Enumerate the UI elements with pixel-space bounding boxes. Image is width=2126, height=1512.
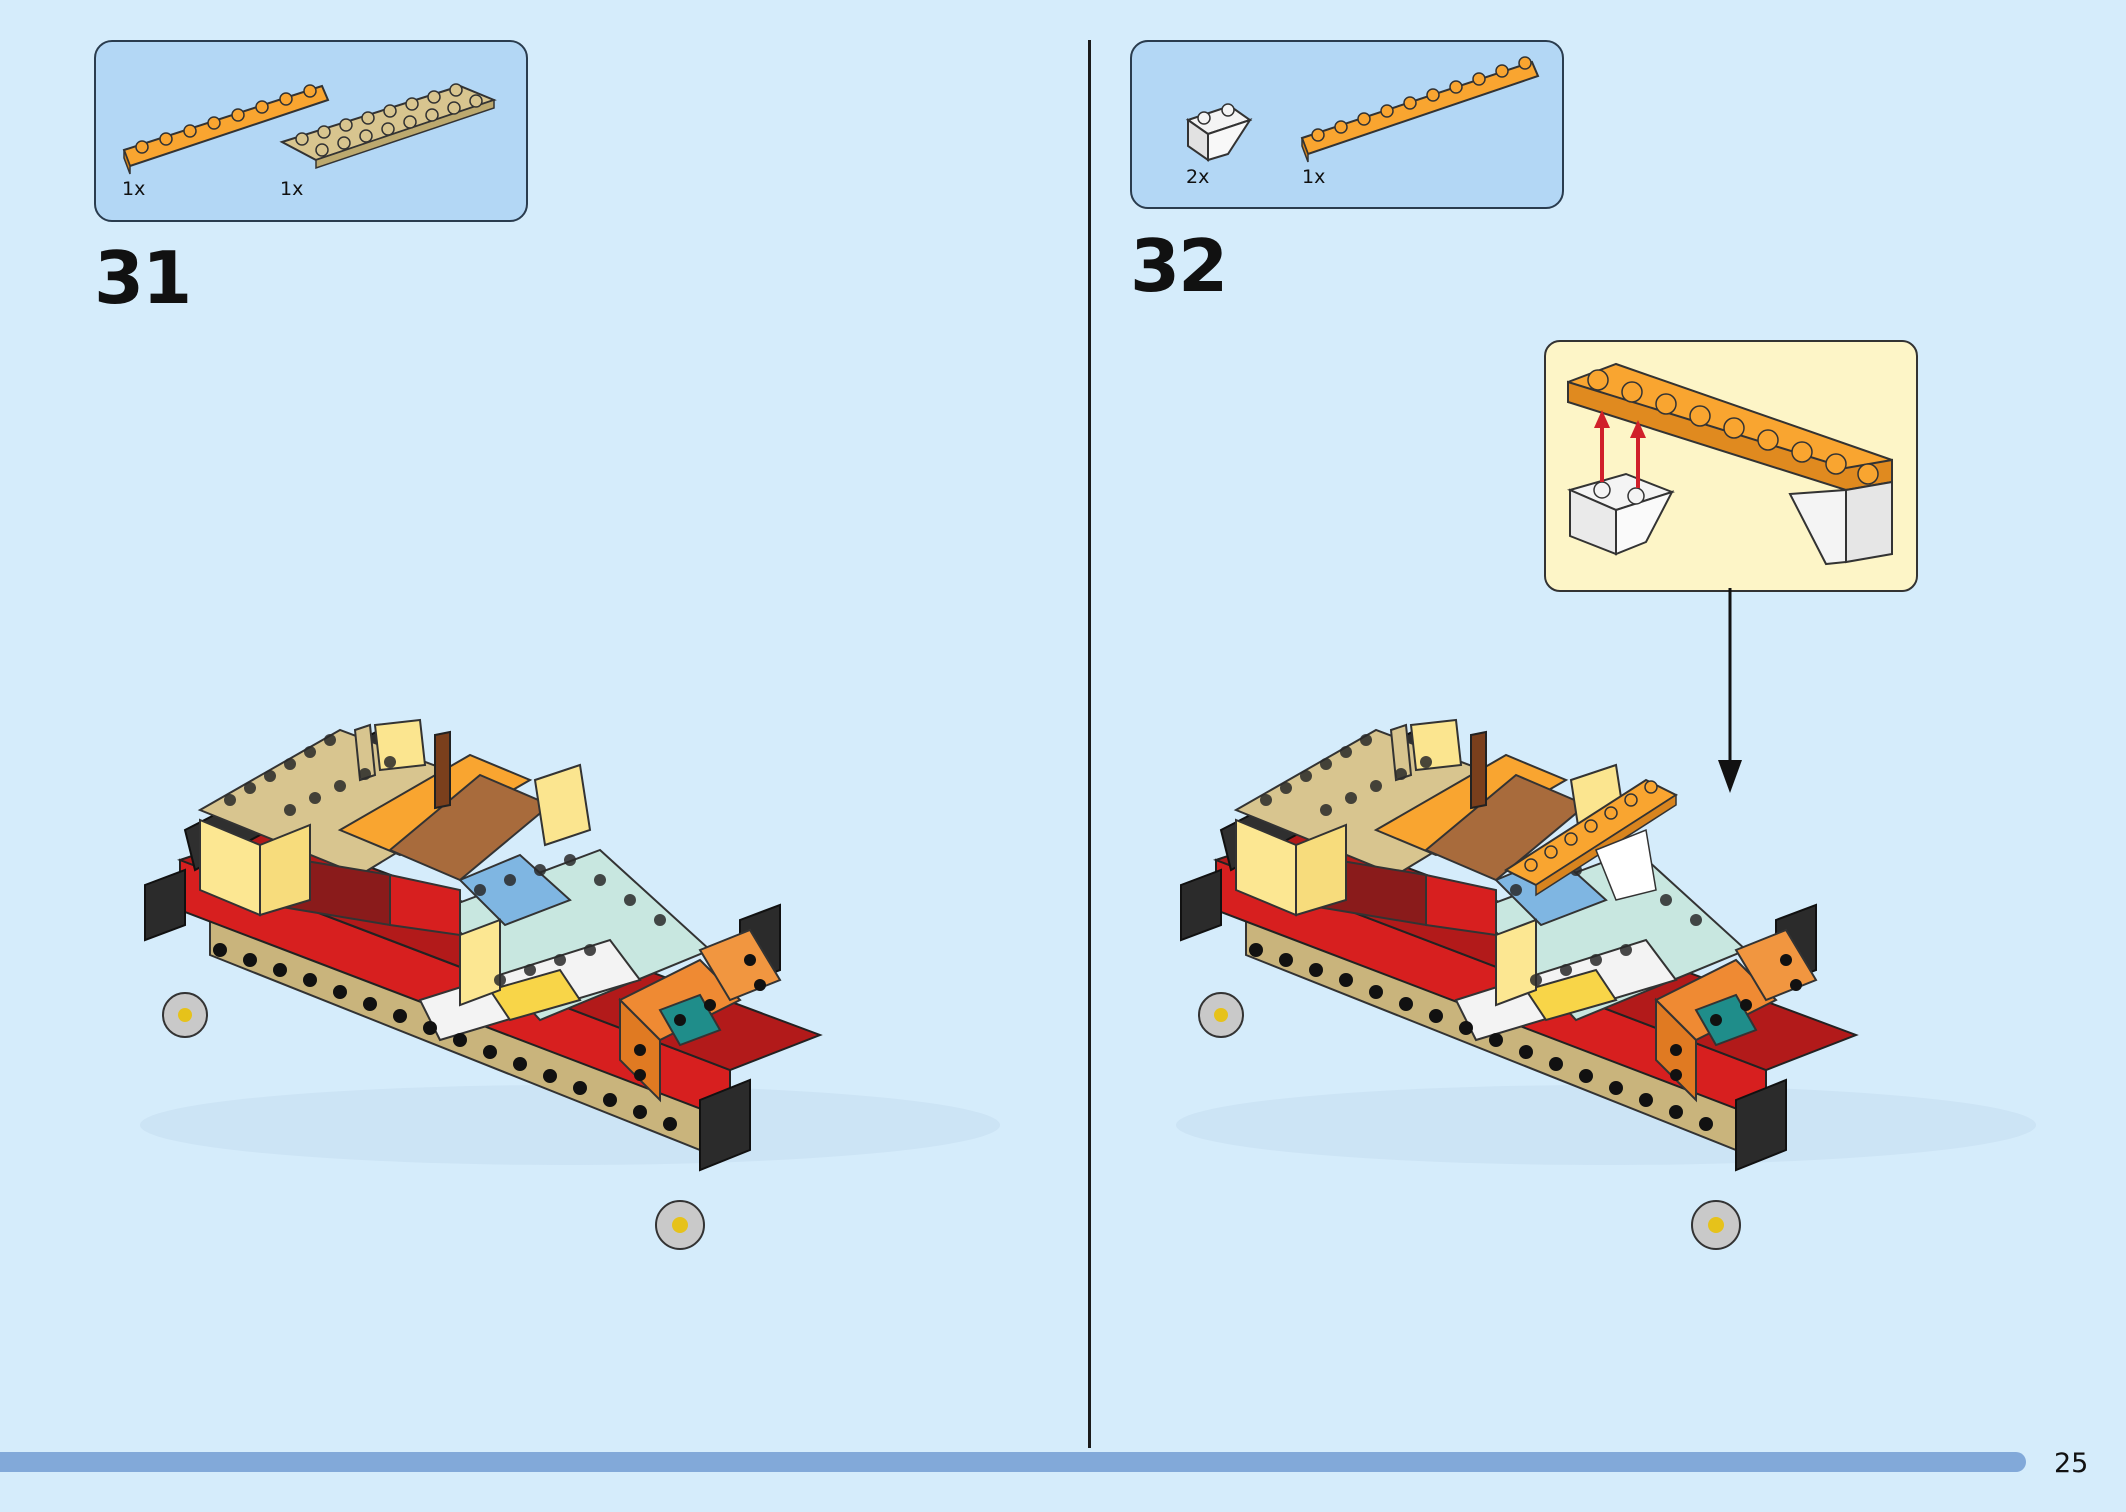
page-number: 25 (2054, 1448, 2089, 1479)
orange-plate-1x10-icon (1300, 56, 1540, 163)
placement-arrow-icon (1718, 588, 1742, 793)
parts-box-step-31: 1x 1x (94, 40, 528, 222)
step-number: 31 (94, 236, 192, 320)
part-qty: 1x (1302, 166, 1326, 188)
part-qty: 1x (122, 178, 146, 200)
progress-bar (0, 1452, 2026, 1472)
orange-plate-1x10-icon (1567, 362, 1893, 492)
tan-plate-2x8-icon (279, 83, 497, 170)
part-qty: 1x (280, 178, 304, 200)
vehicle-model-step-32 (1176, 719, 2037, 1250)
white-inverted-slope-icon (1788, 480, 1893, 566)
parts-box-step-32: 2x 1x (1130, 40, 1564, 209)
white-inverted-slope-icon (1185, 103, 1253, 162)
red-arrow-icon (1594, 410, 1646, 488)
white-inverted-slope-icon (1567, 472, 1675, 556)
orange-plate-1x8-icon (122, 84, 330, 175)
sub-assembly-callout (1544, 340, 1918, 592)
vehicle-model-step-31 (140, 719, 1001, 1250)
part-qty: 2x (1186, 166, 1210, 188)
page-divider (1088, 40, 1091, 1448)
step-number: 32 (1130, 224, 1228, 308)
